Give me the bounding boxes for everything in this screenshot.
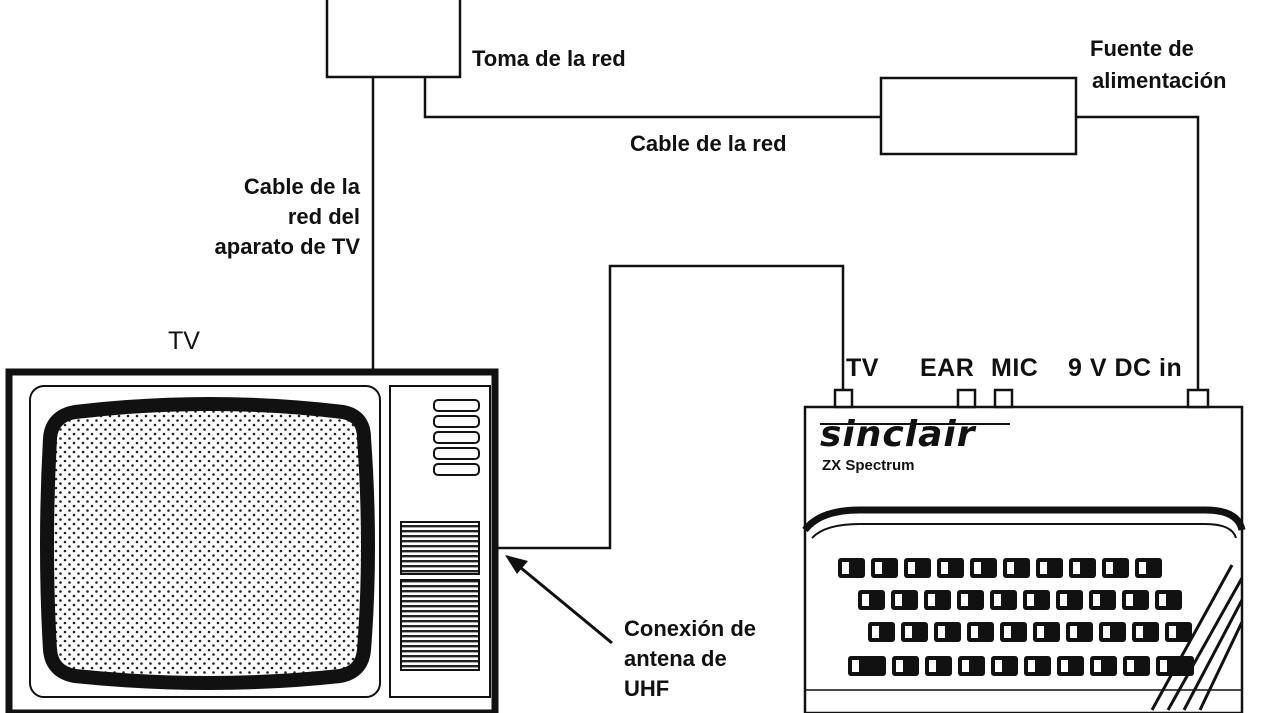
key-legend-mark [941, 562, 948, 574]
key-legend-mark [896, 660, 903, 672]
key-legend-mark [1126, 594, 1133, 606]
tv-mains-cable-label-1: Cable de la [243, 174, 360, 199]
key-legend-mark [994, 594, 1001, 606]
power-port [1186, 388, 1210, 409]
antenna-arrow [505, 555, 528, 574]
tv-speaker-grille-bottom [400, 579, 480, 671]
tv-label: TV [168, 327, 200, 355]
power-port-label: 9 V DC in [1068, 354, 1183, 382]
key-legend-mark [1073, 562, 1080, 574]
key-legend-mark [1103, 626, 1110, 638]
key-legend-mark [938, 626, 945, 638]
tv-set [5, 368, 499, 713]
key-legend-mark [1070, 626, 1077, 638]
key-legend-mark [1093, 594, 1100, 606]
key-legend-mark [1037, 626, 1044, 638]
ear-port [956, 388, 977, 409]
key-legend-mark [962, 660, 969, 672]
mic-port-label: MIC [991, 354, 1039, 382]
keyboard [838, 558, 1194, 676]
key-legend-mark [1060, 594, 1067, 606]
key-legend-mark [895, 594, 902, 606]
tv-control-buttons [433, 399, 480, 476]
power-supply-label-2: alimentación [1092, 68, 1227, 93]
key-legend-mark [995, 660, 1002, 672]
key-legend-mark [1004, 626, 1011, 638]
tv-mains-cable-label-3: aparato de TV [214, 234, 360, 259]
antenna-label-2: antena de [624, 646, 727, 671]
tv-mains-cable-label-2: red del [287, 204, 360, 229]
key-legend-mark [1139, 562, 1146, 574]
wall-socket [325, 0, 462, 79]
key-legend-mark [1061, 660, 1068, 672]
key-legend-mark [1136, 626, 1143, 638]
key-legend-mark [842, 562, 849, 574]
key-legend-mark [928, 594, 935, 606]
key-legend-mark [1040, 562, 1047, 574]
key-legend-mark [971, 626, 978, 638]
antenna-cable [495, 264, 845, 550]
ear-port-label: EAR [920, 354, 975, 382]
key-legend-mark [875, 562, 882, 574]
key-legend-mark [908, 562, 915, 574]
rainbow-stripes [1150, 564, 1244, 711]
key-legend-mark [929, 660, 936, 672]
mains-cable [423, 77, 881, 119]
antenna-label-1: Conexión de [624, 616, 757, 641]
key-legend-mark [872, 626, 879, 638]
key-legend-mark [1106, 562, 1113, 574]
model-name: ZX Spectrum [822, 457, 915, 474]
tv-screen [40, 397, 375, 690]
key-legend-mark [1028, 660, 1035, 672]
key-legend-mark [1007, 562, 1014, 574]
dc-cable [1076, 115, 1200, 390]
mic-port [993, 388, 1014, 409]
key-legend-mark [1160, 660, 1167, 672]
mains-cable-label: Cable de la red [630, 131, 787, 156]
tv-port-label: TV [846, 354, 879, 382]
key-legend-mark [1159, 594, 1166, 606]
power-supply-label-1: Fuente de [1090, 36, 1194, 61]
key-legend-mark [852, 660, 859, 672]
key-legend-mark [1027, 594, 1034, 606]
key-legend-mark [974, 562, 981, 574]
wall-socket-label: Toma de la red [472, 46, 626, 71]
key-legend-mark [1094, 660, 1101, 672]
power-supply-box [879, 76, 1078, 156]
key-legend-mark [905, 626, 912, 638]
key-legend-mark [862, 594, 869, 606]
zx-spectrum-computer [802, 388, 1246, 713]
key-legend-mark [1169, 626, 1176, 638]
tv-speaker-grille-top [400, 521, 480, 575]
key-legend-mark [961, 594, 968, 606]
antenna-label-3: UHF [624, 676, 670, 701]
sinclair-logo: sinclair [820, 414, 977, 455]
tv-port [833, 388, 854, 409]
key-legend-mark [1127, 660, 1134, 672]
